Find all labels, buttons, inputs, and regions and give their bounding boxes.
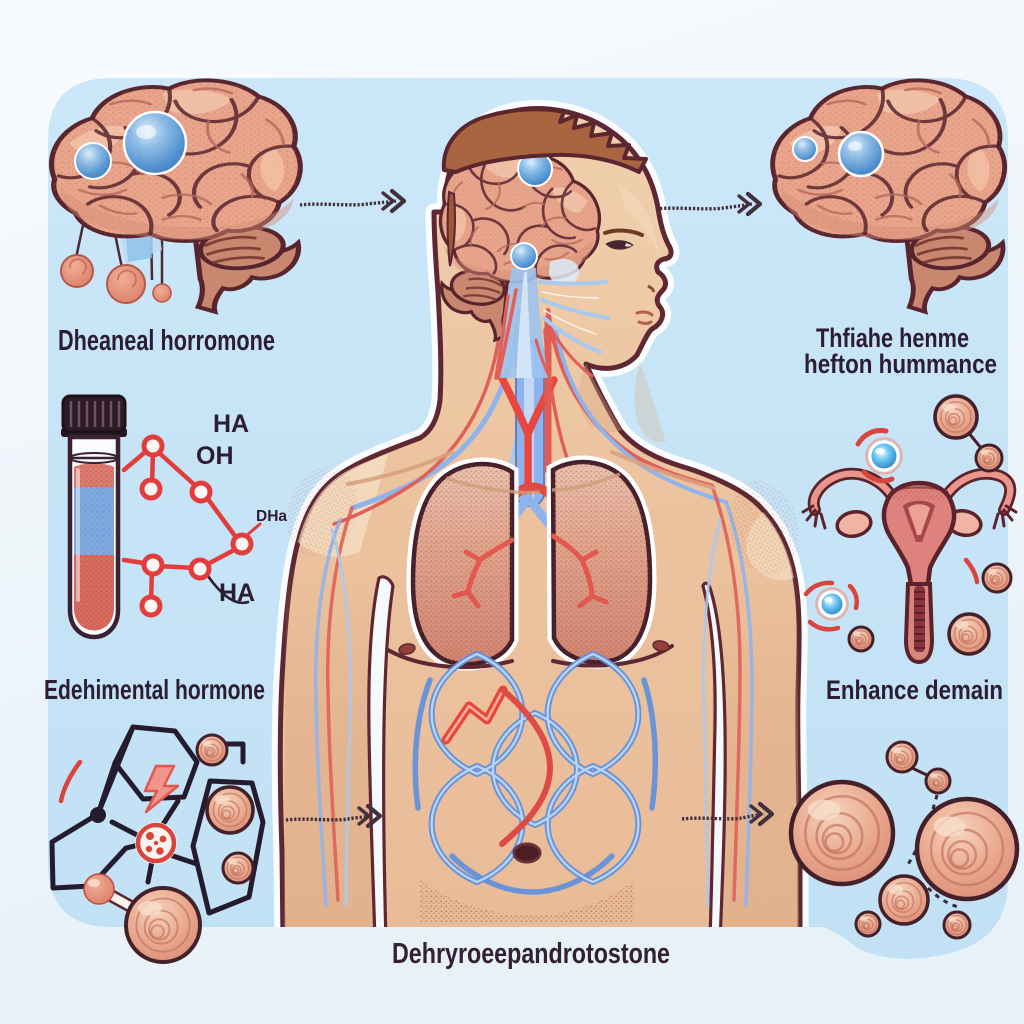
svg-text:Thfiahe henme: Thfiahe henme bbox=[816, 323, 969, 353]
svg-text:Dheaneal horromone: Dheaneal horromone bbox=[58, 325, 275, 357]
svg-text:Dehryroeepandrotostone: Dehryroeepandrotostone bbox=[392, 938, 670, 970]
svg-text:hefton hummance: hefton hummance bbox=[804, 349, 997, 379]
svg-text:OH: OH bbox=[196, 442, 234, 470]
svg-text:HA: HA bbox=[219, 579, 255, 607]
svg-text:HA: HA bbox=[213, 410, 249, 438]
svg-text:Edehimental hormone: Edehimental hormone bbox=[44, 674, 265, 705]
svg-text:Enhance demain: Enhance demain bbox=[826, 675, 1003, 705]
svg-text:DHa: DHa bbox=[256, 508, 287, 525]
